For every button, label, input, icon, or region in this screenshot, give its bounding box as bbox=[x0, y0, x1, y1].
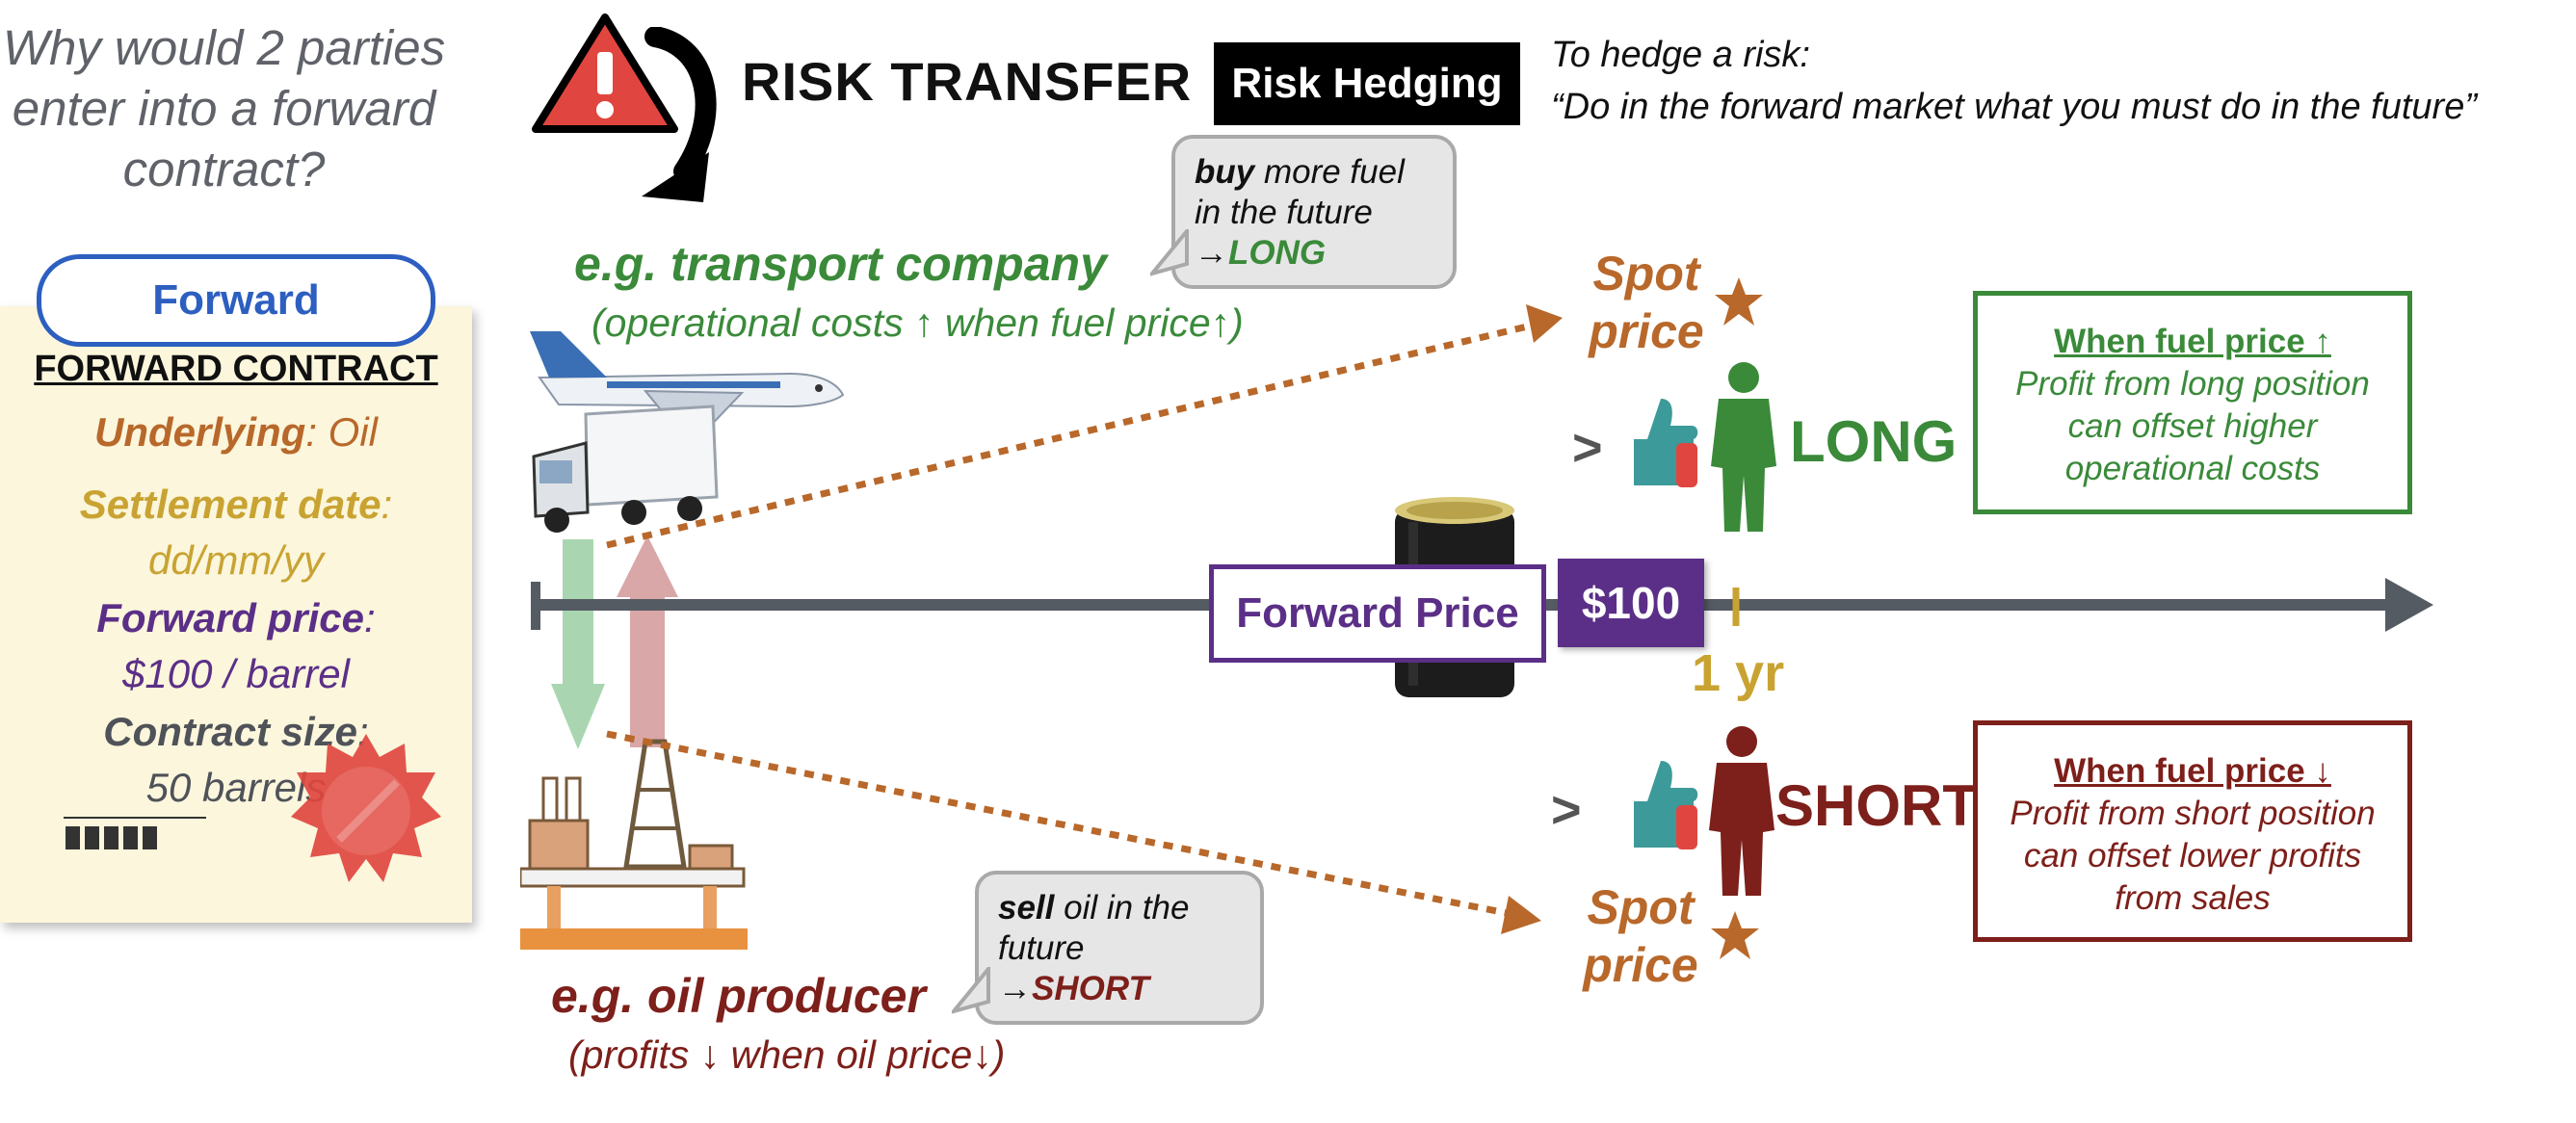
short-outcome-heading: When fuel price ↓ bbox=[2054, 752, 2331, 790]
risk-transfer-title: RISK TRANSFER bbox=[742, 51, 1193, 112]
bottom-spot-price: Spot price bbox=[1559, 878, 1722, 994]
top-spot-line1: Spot bbox=[1592, 247, 1700, 300]
buyer-bubble-position: LONG bbox=[1228, 234, 1327, 272]
transport-company-label: e.g. transport company bbox=[574, 237, 1107, 291]
forward-pill: Forward bbox=[37, 254, 435, 347]
thumbs-up-icon bbox=[1634, 757, 1701, 858]
thumbs-up-icon bbox=[1634, 395, 1701, 496]
star-icon bbox=[1709, 909, 1761, 966]
settlement-label: Settlement date bbox=[79, 482, 381, 527]
signature-line bbox=[64, 817, 206, 819]
seller-speech-bubble: sell oil in the future →SHORT bbox=[975, 871, 1264, 1025]
barcode-icon bbox=[66, 826, 158, 856]
contract-size-value: 50 barrels bbox=[145, 765, 327, 810]
oil-rig-icon bbox=[518, 732, 751, 958]
dotted-arrow-to-bottom-spot bbox=[606, 730, 1517, 919]
timeline-arrowhead bbox=[2385, 578, 2433, 632]
seller-bubble-arrow: → bbox=[998, 970, 1032, 1007]
airplane-icon bbox=[501, 318, 848, 448]
short-outcome-body1: Profit from short position bbox=[2010, 795, 2376, 832]
long-greater-than: > bbox=[1572, 419, 1603, 477]
forward-price-box: Forward Price bbox=[1209, 564, 1546, 663]
long-outcome-box: When fuel price ↑ Profit from long posit… bbox=[1973, 291, 2412, 514]
short-outcome-body3: from sales bbox=[2115, 879, 2271, 917]
short-outcome-box: When fuel price ↓ Profit from short posi… bbox=[1973, 720, 2412, 942]
short-position-label: SHORT bbox=[1775, 773, 1978, 838]
bottom-spot-line2: price bbox=[1583, 938, 1698, 992]
person-icon bbox=[1705, 724, 1778, 902]
forward-price-value-box: $100 bbox=[1558, 559, 1704, 647]
star-icon bbox=[1713, 275, 1765, 332]
seller-bubble-rest1: oil in the bbox=[1054, 889, 1190, 927]
forward-price-line: Forward price: bbox=[0, 595, 472, 641]
person-icon bbox=[1707, 360, 1780, 538]
hedge-definition-line2: “Do in the forward market what you must … bbox=[1551, 87, 2477, 127]
seller-bubble-position: SHORT bbox=[1032, 970, 1149, 1007]
card-heading: FORWARD CONTRACT bbox=[34, 349, 438, 389]
short-outcome-body2: can offset lower profits bbox=[2023, 837, 2362, 875]
buyer-speech-bubble: buy more fuel in the future →LONG bbox=[1171, 135, 1457, 289]
hedge-definition-line1: To hedge a risk: bbox=[1551, 35, 1810, 75]
underlying-label: Underlying bbox=[93, 409, 306, 455]
long-outcome-body1: Profit from long position bbox=[2015, 365, 2370, 403]
long-outcome-body3: operational costs bbox=[2064, 450, 2321, 487]
seller-bubble-verb: sell bbox=[998, 889, 1055, 927]
seal-icon bbox=[289, 732, 443, 891]
settlement-value: dd/mm/yy bbox=[147, 537, 325, 583]
risk-hedging-label: Risk Hedging bbox=[1214, 42, 1520, 125]
contract-size-label: Contract size bbox=[103, 709, 358, 754]
dotted-arrow-to-top-spot bbox=[606, 320, 1540, 549]
forward-price-label: Forward price bbox=[96, 595, 365, 640]
buyer-bubble-rest2: in the future bbox=[1195, 194, 1373, 231]
oil-producer-label: e.g. oil producer bbox=[551, 969, 926, 1023]
down-arrow bbox=[551, 539, 605, 756]
dotted-arrowhead-bottom bbox=[1501, 896, 1541, 934]
truck-icon bbox=[528, 405, 721, 544]
seller-bubble-rest2: future bbox=[998, 929, 1085, 967]
warning-icon bbox=[528, 10, 682, 140]
buyer-bubble-verb: buy bbox=[1195, 153, 1255, 191]
buyer-bubble-arrow: → bbox=[1195, 234, 1228, 272]
settlement-colon: : bbox=[381, 482, 393, 527]
transport-company-sub: (operational costs ↑ when fuel price↑) bbox=[591, 300, 1244, 345]
bottom-spot-line1: Spot bbox=[1587, 880, 1695, 934]
oil-producer-sub: (profits ↓ when oil price↓) bbox=[568, 1032, 1006, 1077]
top-spot-price: Spot price bbox=[1564, 245, 1728, 360]
contract-size-line: Contract size: bbox=[0, 709, 472, 755]
buyer-bubble-tail bbox=[1146, 225, 1189, 282]
settlement-line: Settlement date: bbox=[0, 482, 472, 528]
underlying-value: : Oil bbox=[305, 409, 379, 455]
long-outcome-heading: When fuel price ↑ bbox=[2054, 323, 2331, 360]
short-greater-than: > bbox=[1551, 781, 1582, 839]
maturity-label: 1 yr bbox=[1692, 644, 1785, 702]
top-spot-line2: price bbox=[1589, 304, 1704, 358]
buyer-bubble-rest1: more fuel bbox=[1254, 153, 1405, 191]
forward-price-value: $100 / barrel bbox=[122, 651, 350, 696]
forward-price-colon: : bbox=[364, 595, 376, 640]
up-arrow bbox=[617, 535, 678, 752]
long-position-label: LONG bbox=[1790, 409, 1958, 474]
seller-bubble-tail bbox=[948, 963, 990, 1020]
dotted-arrowhead-top bbox=[1526, 304, 1563, 343]
curved-arrow-icon bbox=[617, 26, 723, 215]
question-text: Why would 2 parties enter into a forward… bbox=[2, 20, 446, 196]
underlying-line: Underlying: Oil bbox=[0, 409, 472, 456]
contract-size-colon: : bbox=[357, 709, 369, 754]
long-outcome-body2: can offset higher bbox=[2067, 407, 2318, 445]
